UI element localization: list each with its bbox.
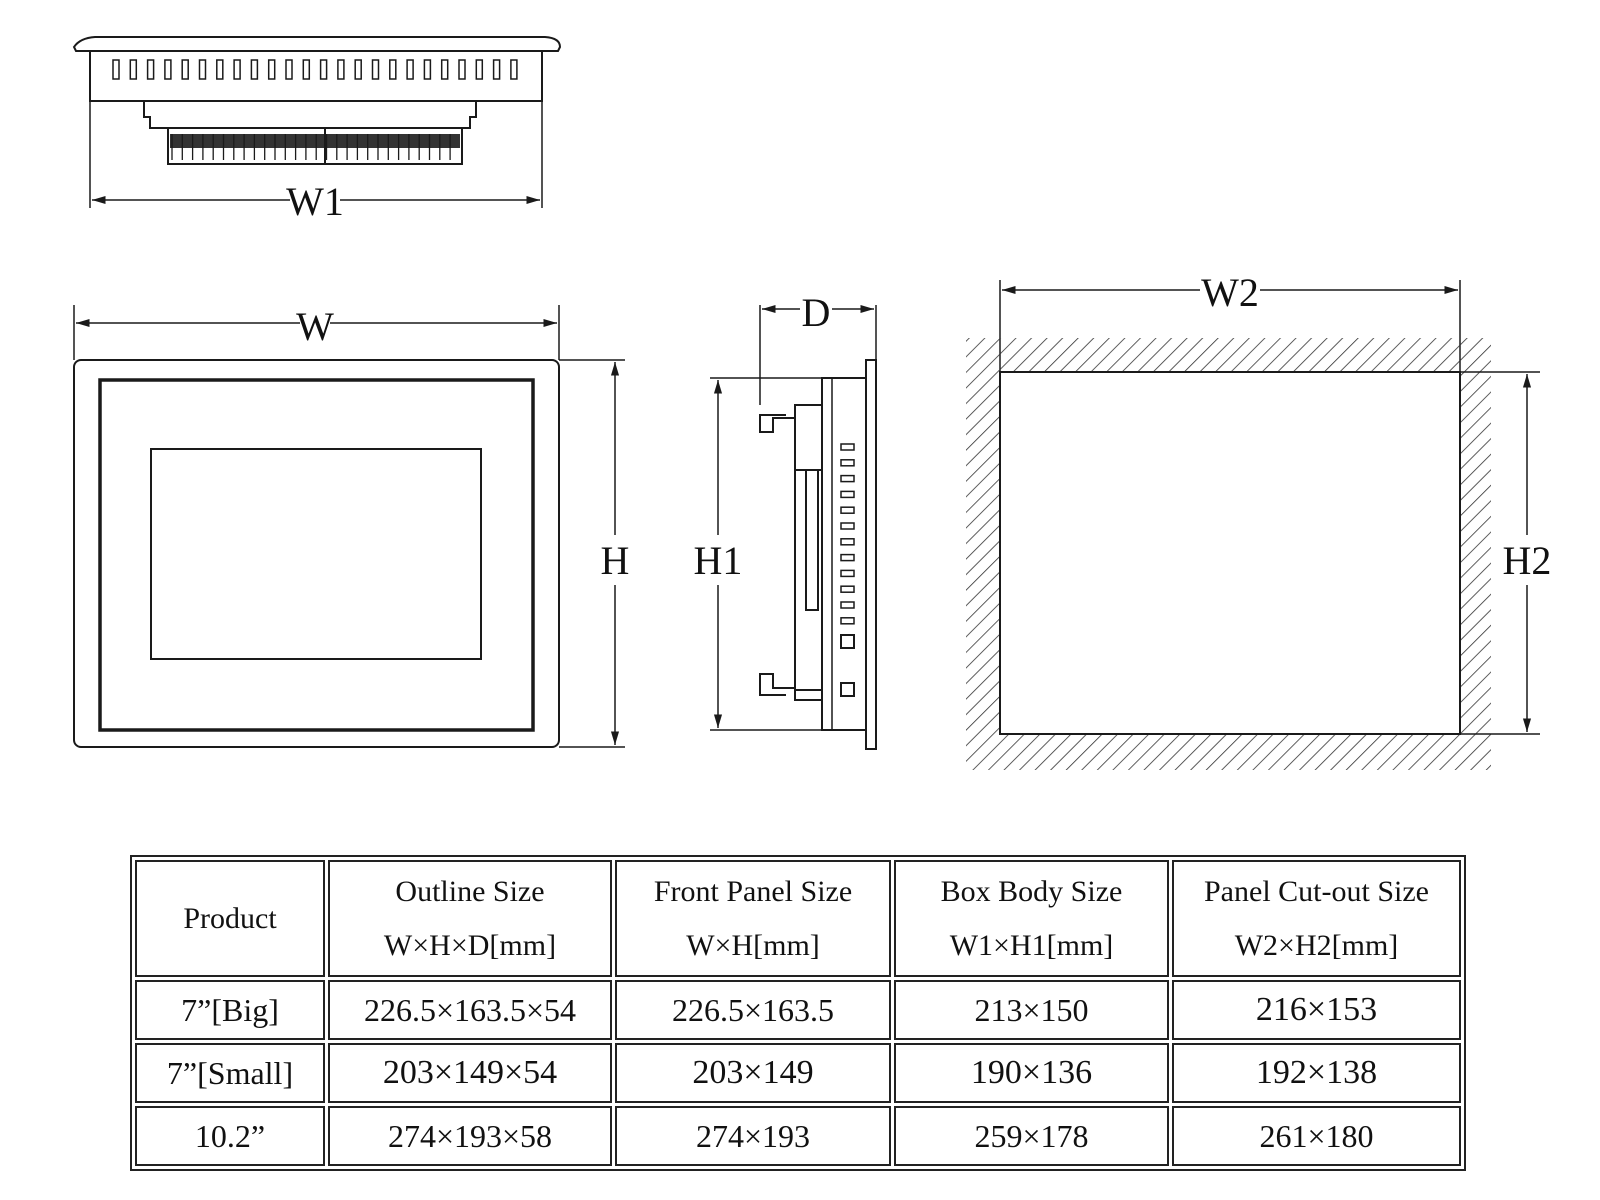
vent-slot	[458, 59, 466, 80]
vent-slot	[475, 59, 484, 80]
vent-slot	[840, 506, 855, 514]
cutout-size-cell: 192×138	[1172, 1043, 1461, 1103]
box-body-size-cell: 190×136	[894, 1043, 1169, 1103]
vent-slot	[216, 59, 224, 80]
front-panel-size-cell: 274×193	[615, 1106, 891, 1166]
side-vent-slots	[840, 443, 855, 625]
vent-slot	[840, 617, 855, 625]
header-row: Product Outline Size W×H×D[mm] Front Pan…	[135, 860, 1461, 977]
table-row: 10.2” 274×193×58 274×193 259×178 261×180	[135, 1106, 1461, 1166]
vent-slot	[146, 59, 155, 80]
cutout-size-cell: 261×180	[1172, 1106, 1461, 1166]
vent-slot	[840, 585, 855, 593]
vent-slot	[840, 459, 855, 467]
box-body-size-cell: 259×178	[894, 1106, 1169, 1166]
vent-slot	[371, 59, 380, 80]
w2-label: W2	[1201, 270, 1259, 315]
top-vent-slots	[112, 59, 518, 80]
cutout-view: W2 H2	[966, 270, 1551, 770]
vent-slot	[840, 538, 855, 546]
header-unit: W1×H1[mm]	[949, 928, 1114, 962]
header-title: Panel Cut-out Size	[1204, 874, 1429, 908]
vent-slot	[840, 601, 855, 609]
col-outline-size: Outline Size W×H×D[mm]	[328, 860, 612, 977]
box-body-size-cell: 213×150	[894, 980, 1169, 1040]
w-label: W	[296, 304, 334, 349]
vent-slot	[233, 59, 241, 80]
table-row: 7”[Big] 226.5×163.5×54 226.5×163.5 213×1…	[135, 980, 1461, 1040]
d-label: D	[802, 290, 831, 335]
vent-slot	[389, 59, 397, 80]
vent-slot	[250, 59, 259, 80]
front-view: W H	[73, 304, 630, 748]
col-panel-cutout-size: Panel Cut-out Size W2×H2[mm]	[1172, 860, 1461, 977]
vent-slot	[840, 522, 855, 530]
vent-slot	[337, 59, 345, 80]
front-panel-size-cell: 226.5×163.5	[615, 980, 891, 1040]
terminal-block	[171, 134, 451, 160]
header-unit: W2×H2[mm]	[1234, 928, 1399, 962]
col-box-body-size: Box Body Size W1×H1[mm]	[894, 860, 1169, 977]
vent-slot	[840, 474, 855, 483]
vent-slot	[112, 59, 120, 80]
col-front-panel-size: Front Panel Size W×H[mm]	[615, 860, 891, 977]
vent-slot	[840, 443, 855, 451]
col-product: Product	[135, 860, 325, 977]
header-title: Outline Size	[395, 874, 545, 908]
vent-slot	[423, 59, 432, 80]
vent-slot	[164, 59, 172, 80]
vent-slot	[285, 59, 293, 80]
vent-slot	[840, 490, 855, 499]
header-title: Front Panel Size	[653, 874, 853, 908]
vent-slot	[440, 59, 449, 80]
cutout-size-cell: 216×153	[1172, 980, 1461, 1040]
h1-label: H1	[694, 538, 743, 583]
vent-slot	[302, 59, 311, 80]
outline-size-cell: 226.5×163.5×54	[328, 980, 612, 1040]
front-panel-size-cell: 203×149	[615, 1043, 891, 1103]
h2-label: H2	[1503, 538, 1552, 583]
product-cell: 7”[Small]	[135, 1043, 325, 1103]
vent-slot	[510, 59, 518, 80]
outline-size-cell: 203×149×54	[328, 1043, 612, 1103]
vent-slot	[267, 59, 276, 80]
vent-slot	[492, 59, 501, 80]
outline-size-cell: 274×193×58	[328, 1106, 612, 1166]
header-unit: W×H[mm]	[686, 928, 820, 962]
vent-slot	[840, 569, 855, 578]
header-title: Product	[183, 901, 277, 935]
side-view: D H1	[694, 290, 877, 750]
w1-label: W1	[286, 179, 344, 224]
spec-table: Product Outline Size W×H×D[mm] Front Pan…	[130, 855, 1466, 1171]
table-row: 7”[Small] 203×149×54 203×149 190×136 192…	[135, 1043, 1461, 1103]
vent-slot	[319, 59, 328, 80]
vent-slot	[129, 59, 138, 80]
header-unit: W×H×D[mm]	[383, 928, 557, 962]
h-label: H	[601, 538, 630, 583]
vent-slot	[354, 59, 362, 80]
top-view: W1	[72, 36, 562, 224]
product-cell: 7”[Big]	[135, 980, 325, 1040]
vent-slot	[198, 59, 207, 80]
vent-slot	[840, 553, 855, 562]
product-cell: 10.2”	[135, 1106, 325, 1166]
vent-slot	[406, 59, 414, 80]
vent-slot	[181, 59, 189, 80]
header-title: Box Body Size	[940, 874, 1123, 908]
